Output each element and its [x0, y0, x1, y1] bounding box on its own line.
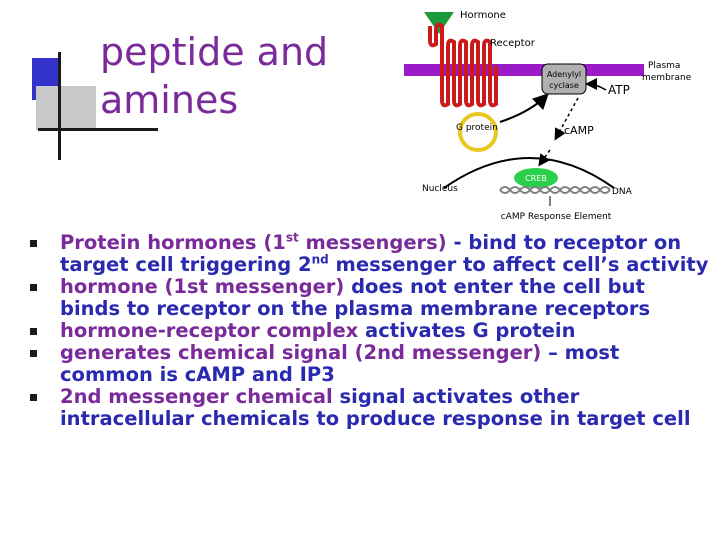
creb-icon — [514, 168, 558, 188]
title-line-2: amines — [100, 78, 239, 122]
bullet-text-segment: Protein hormones (1 — [60, 231, 286, 254]
bullet-text-segment: messengers) — [298, 231, 447, 254]
second-messenger-diagram: Hormone Receptor Adenylyl cyclase Plasma… — [404, 10, 692, 222]
plasma-label-1: Plasma — [648, 61, 680, 71]
dna-strand-2 — [499, 186, 611, 194]
bullet-item: hormone (1st messenger) does not enter t… — [30, 276, 710, 320]
bullet-item: generates chemical signal (2nd messenger… — [30, 342, 710, 386]
bullet-text-segment: messenger to affect cell’s activity — [328, 253, 709, 276]
bullet-marker-icon — [30, 240, 37, 247]
hormone-label: Hormone — [460, 10, 506, 21]
creb-label: CREB — [525, 174, 547, 183]
g-protein-icon — [458, 112, 498, 152]
atp-label: ATP — [608, 83, 630, 97]
nucleus-envelope — [443, 157, 615, 189]
bullet-item: 2nd messenger chemical signal activates … — [30, 386, 710, 430]
bullet-text-segment: 2nd messenger chemical — [60, 385, 333, 408]
title-decor-vertical-line — [58, 52, 61, 160]
bullet-text-segment: - bind to receptor on target cell trigge… — [60, 231, 682, 276]
nucleus-label: Nucleus — [422, 184, 458, 194]
bullet-text-segment: does not enter the cell but binds to rec… — [60, 275, 651, 320]
bullet-text-segment: – most common is cAMP and IP3 — [60, 341, 620, 386]
bullet-text-segment: generates chemical signal (2nd messenger… — [60, 341, 542, 364]
receptor-icon — [428, 22, 498, 108]
title-line-1: peptide and — [100, 30, 329, 74]
creb-arrow — [538, 149, 551, 167]
atp-arrow — [585, 78, 607, 91]
bullet-text-segment: nd — [311, 252, 329, 267]
title-decor-gray-square — [36, 86, 96, 130]
camp-label: cAMP — [564, 124, 594, 137]
receptor-label: Receptor — [490, 38, 536, 49]
cre-label: cAMP Response Element — [501, 212, 612, 222]
bullet-text-segment: st — [285, 230, 299, 245]
bullet-list: Protein hormones (1st messengers) - bind… — [30, 232, 710, 430]
bullet-text-segment: hormone-receptor complex — [60, 319, 359, 342]
camp-arrow — [554, 97, 579, 141]
bullet-marker-icon — [30, 284, 37, 291]
plasma-label-2: membrane — [642, 73, 692, 83]
adenylyl-label-2: cyclase — [549, 81, 579, 90]
title-decor-horizontal-line — [38, 128, 158, 131]
dna-label: DNA — [612, 187, 633, 197]
dna-strand — [499, 186, 611, 194]
g-protein-label: G protein — [456, 123, 498, 133]
g-protein-to-cyclase-arrow — [499, 93, 549, 123]
slide-title: peptide and amines — [100, 28, 328, 124]
bullet-text-segment: hormone (1st messenger) — [60, 275, 345, 298]
bullet-text-segment: activates G protein — [358, 319, 576, 342]
bullet-marker-icon — [30, 394, 37, 401]
adenylyl-label-1: Adenylyl — [547, 70, 581, 79]
bullet-marker-icon — [30, 350, 37, 357]
bullet-marker-icon — [30, 328, 37, 335]
bullet-text-segment: signal activates other intracellular che… — [60, 385, 691, 430]
bullet-item: hormone-receptor complex activates G pro… — [30, 320, 710, 342]
bullet-item: Protein hormones (1st messengers) - bind… — [30, 232, 710, 276]
